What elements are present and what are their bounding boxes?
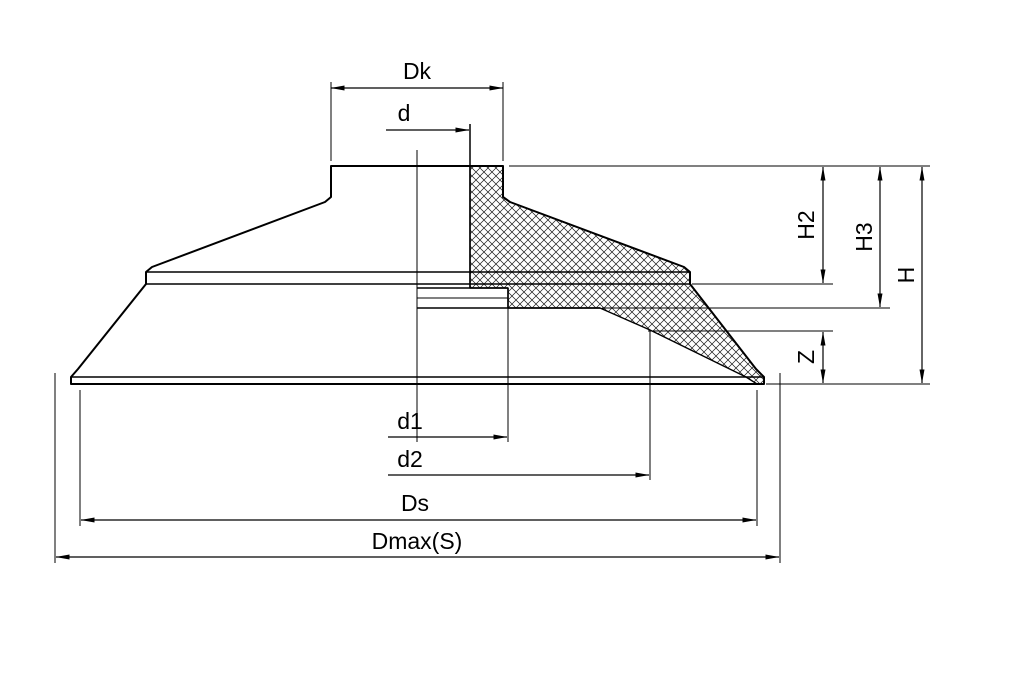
suction-cup-body xyxy=(70,124,765,442)
dim-label-dk: Dk xyxy=(403,58,432,84)
dimension-labels: Dk d d1 d2 Ds Dmax(S) H2 H3 H Z xyxy=(372,58,919,554)
dim-label-h2: H2 xyxy=(793,210,819,239)
dimension-lines xyxy=(55,85,925,560)
dim-label-d: d xyxy=(398,100,411,126)
extension-lines xyxy=(54,82,930,563)
dim-label-ds: Ds xyxy=(401,490,429,516)
dim-label-z: Z xyxy=(793,350,819,364)
dim-label-h3: H3 xyxy=(851,222,877,251)
dim-label-dmax: Dmax(S) xyxy=(372,528,463,554)
dim-label-d1: d1 xyxy=(397,408,423,434)
dim-label-d2: d2 xyxy=(397,446,423,472)
dim-label-h: H xyxy=(893,267,919,284)
